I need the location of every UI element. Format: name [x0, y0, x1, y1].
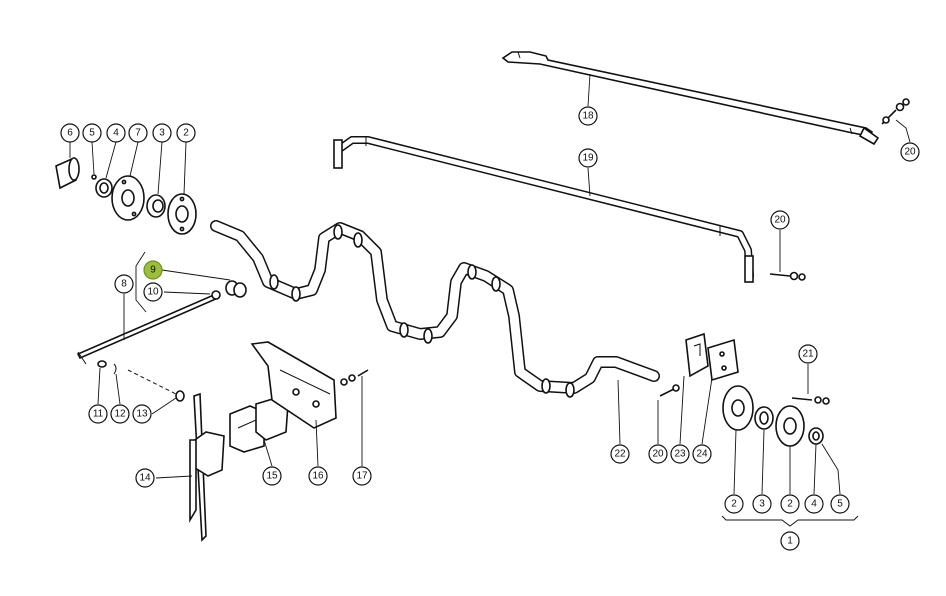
pivot-13: [127, 369, 185, 402]
callout-4-right[interactable]: 4: [804, 494, 824, 514]
callout-6-label: 6: [67, 128, 73, 139]
flange-plate-large: [111, 175, 145, 221]
callout-14-label: 14: [139, 473, 151, 484]
callout-23-label: 23: [674, 449, 686, 460]
callout-5[interactable]: 5: [82, 123, 102, 143]
callout-10[interactable]: 10: [143, 282, 163, 302]
callout-18[interactable]: 18: [578, 106, 598, 126]
callout-8-label: 8: [121, 279, 127, 290]
callout-11-label: 11: [93, 409, 104, 420]
callout-7-label: 7: [135, 128, 141, 139]
callout-5-label: 5: [89, 128, 95, 139]
callout-2[interactable]: 2: [176, 123, 196, 143]
bolt-20c: [659, 384, 680, 397]
clamp-block-15: [229, 397, 289, 453]
wavy-rod: [210, 220, 660, 398]
callout-3-label: 3: [159, 128, 165, 139]
callout-22[interactable]: 22: [610, 444, 630, 464]
callout-9-label: 9: [150, 265, 156, 276]
bearing-insert-right: [808, 427, 824, 445]
lever-14: [189, 392, 225, 542]
callout-21[interactable]: 21: [798, 344, 818, 364]
callout-11[interactable]: 11: [88, 404, 108, 424]
callout-1[interactable]: 1: [780, 531, 800, 551]
callout-7[interactable]: 7: [128, 123, 148, 143]
bracket-24: [707, 338, 739, 382]
callout-15-label: 15: [266, 471, 278, 482]
callout-12-label: 12: [114, 409, 126, 420]
bracket-23: [685, 332, 709, 378]
collar-9: [225, 280, 247, 298]
callout-2-label: 2: [183, 128, 189, 139]
bracket-plate-16: [250, 341, 337, 429]
callout-20-middle-label: 20: [774, 215, 786, 226]
bushing: [55, 156, 80, 190]
callout-21-label: 21: [802, 349, 814, 360]
callout-17[interactable]: 17: [352, 466, 372, 486]
callout-8[interactable]: 8: [114, 274, 134, 294]
callout-6[interactable]: 6: [60, 123, 80, 143]
leader-lines: [69, 73, 911, 527]
flange-plate-right-1: [722, 385, 754, 431]
bolt-21: [791, 396, 830, 405]
callout-18-label: 18: [582, 111, 594, 122]
callout-20-top[interactable]: 20: [900, 142, 920, 162]
callout-2-right-a[interactable]: 2: [724, 494, 744, 514]
callout-20-top-label: 20: [904, 147, 916, 158]
callout-17-label: 17: [356, 471, 368, 482]
callout-1-label: 1: [787, 536, 793, 547]
callout-5-right[interactable]: 5: [830, 494, 850, 514]
callout-14[interactable]: 14: [135, 468, 155, 488]
bearing: [146, 194, 166, 218]
callout-20-middle[interactable]: 20: [770, 210, 790, 230]
callout-19-label: 19: [582, 153, 594, 164]
callout-20-bottom-label: 20: [652, 449, 664, 460]
bolt-17: [340, 369, 369, 386]
callout-2-right-b[interactable]: 2: [780, 494, 800, 514]
callout-4-label: 4: [113, 128, 119, 139]
callout-2-right-b-label: 2: [787, 499, 793, 510]
callout-24[interactable]: 24: [692, 444, 712, 464]
bearing-insert: [95, 178, 113, 198]
callout-15[interactable]: 15: [262, 466, 282, 486]
callout-19[interactable]: 19: [578, 148, 598, 168]
upper-stay-bar: [501, 51, 880, 146]
upper-stay-bolt: [881, 98, 910, 125]
callout-5-right-label: 5: [837, 499, 843, 510]
callout-3[interactable]: 3: [152, 123, 172, 143]
callout-3-right-label: 3: [759, 499, 765, 510]
callout-13[interactable]: 13: [132, 404, 152, 424]
callout-24-label: 24: [696, 449, 708, 460]
callout-16-label: 16: [312, 471, 324, 482]
washer-11: [97, 360, 107, 368]
callout-4[interactable]: 4: [106, 123, 126, 143]
callout-20-bottom[interactable]: 20: [648, 444, 668, 464]
callout-4-right-label: 4: [811, 499, 817, 510]
callout-22-label: 22: [614, 449, 626, 460]
pin: [91, 174, 97, 180]
middle-stay-bar: [333, 136, 754, 283]
callout-2-right-a-label: 2: [731, 499, 737, 510]
bearing-right: [754, 406, 774, 430]
flange-plate-right-2: [775, 405, 805, 447]
tie-rod: [76, 292, 220, 365]
callout-16[interactable]: 16: [308, 466, 328, 486]
flange-plate: [167, 193, 197, 235]
callout-9[interactable]: 9: [143, 260, 163, 280]
callout-13-label: 13: [136, 409, 148, 420]
callout-12[interactable]: 12: [110, 404, 130, 424]
callout-10-label: 10: [147, 287, 159, 298]
middle-stay-bolt: [769, 271, 806, 281]
washer-10: [211, 290, 221, 300]
split-pin-12: [113, 363, 117, 375]
callout-3-right[interactable]: 3: [752, 494, 772, 514]
callout-23[interactable]: 23: [670, 444, 690, 464]
